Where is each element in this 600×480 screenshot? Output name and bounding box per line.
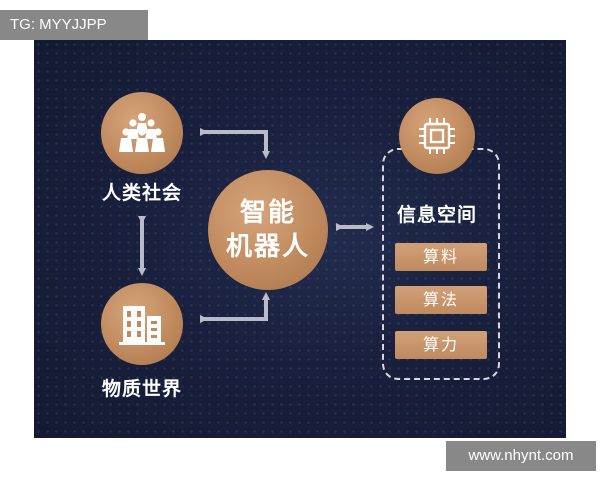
buildings-icon [119, 306, 165, 345]
info-item-algorithm: 算法 [395, 286, 487, 314]
world-label: 物质世界 [101, 378, 182, 400]
info-item-data: 算料 [395, 243, 487, 271]
arrow-society-robot [200, 128, 270, 159]
watermark-bottom: www.nhynt.com [446, 441, 596, 471]
robot-label-line2: 机器人 [225, 232, 310, 262]
arrow-world-robot [200, 292, 270, 323]
people-group-icon [119, 113, 165, 152]
chip-icon [419, 118, 455, 154]
info-space-label: 信息空间 [396, 204, 477, 226]
chip-node [399, 98, 475, 174]
diagram-panel: 人类社会 [34, 40, 566, 438]
society-label: 人类社会 [101, 182, 182, 204]
connector-arrows [138, 128, 374, 323]
robot-label-line1: 智能 [239, 198, 296, 228]
info-item-compute: 算力 [395, 331, 487, 359]
robot-label: 智能 机器人 [226, 196, 310, 264]
robot-node: 智能 机器人 [208, 170, 328, 290]
society-node [101, 92, 183, 174]
watermark-top: TG: MYYJJPP [0, 10, 148, 40]
world-node [101, 283, 183, 365]
